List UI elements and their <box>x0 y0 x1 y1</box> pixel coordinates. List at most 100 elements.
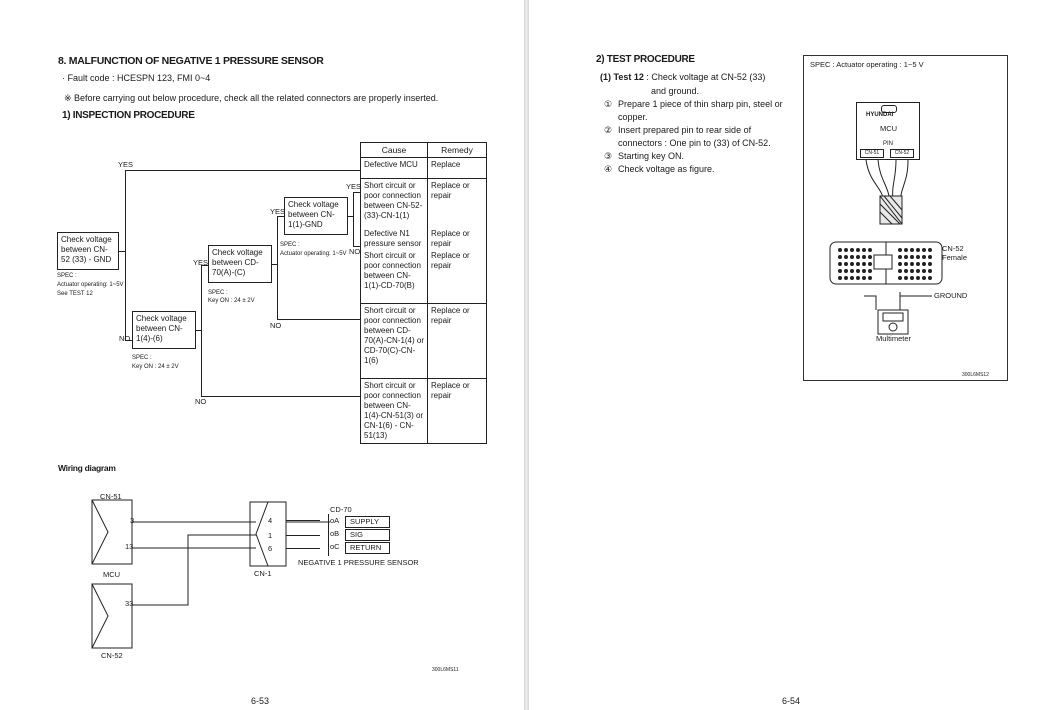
procedure-note: ※ Before carrying out below procedure, c… <box>64 93 439 103</box>
cn51-port: CN-51 <box>860 149 884 158</box>
wire <box>132 534 256 606</box>
inspection-procedure-title: 1) INSPECTION PROCEDURE <box>62 110 195 121</box>
cn1-connector-shape <box>255 501 269 567</box>
pin-number: 6 <box>268 544 273 553</box>
table-row: Defective N1 pressure sensor Replace or … <box>360 229 487 251</box>
flow-line <box>201 396 360 397</box>
yes-label: YES <box>118 160 134 169</box>
flow-line <box>353 246 360 247</box>
flow-box-check-cn1-1: Check voltage between CN-1(1)-GND <box>284 197 348 235</box>
cd70-label: CD-70 <box>330 505 352 514</box>
cn52-female-label: CN-52 <box>942 244 964 253</box>
remedy-cell: Replace or repair <box>427 251 487 304</box>
remedy-cell: Replace or repair <box>427 303 487 379</box>
figure-spec: SPEC : Actuator operating : 1~5 V <box>810 60 924 69</box>
flow-line <box>201 265 202 396</box>
cn1-label: CN-1 <box>254 569 272 578</box>
table-row: Defective MCU Replace <box>360 157 487 179</box>
table-row: Short circuit or poor connection between… <box>360 178 487 229</box>
cn52-label: CN-52 <box>101 651 123 660</box>
no-label: NO <box>349 247 361 256</box>
sensor-pin-c: oC <box>330 542 340 551</box>
flow-line <box>353 192 360 193</box>
no-label: NO <box>270 321 282 330</box>
table-row: Short circuit or poor connection between… <box>360 378 487 444</box>
pin-label: PIN <box>883 141 894 147</box>
spec-value: Key ON : 24 ± 2V <box>132 364 179 370</box>
flow-line <box>125 170 360 171</box>
cn51-connector-shape <box>91 499 133 565</box>
cn52-connector-shape <box>91 583 109 649</box>
remedy-cell: Replace or repair <box>427 229 487 251</box>
test-description-cont: and ground. <box>651 86 700 96</box>
sensor-pin-b: oB <box>330 529 340 538</box>
spec-value: Actuator operating: 1~5V <box>57 282 124 288</box>
spec-label: SPEC : <box>280 242 300 248</box>
pin-number: 33 <box>125 599 134 608</box>
cause-cell: Defective MCU <box>360 157 428 179</box>
probe-wire <box>864 295 877 310</box>
wire <box>286 520 320 521</box>
spec-label: SPEC : <box>57 273 77 279</box>
sensor-sig-cell: SIG <box>345 529 390 541</box>
harness-sleeve <box>879 195 903 225</box>
flow-line <box>196 330 202 331</box>
remedy-cell: Replace <box>427 157 487 179</box>
spec-label: SPEC : <box>208 290 228 296</box>
flow-line <box>125 340 132 341</box>
cause-cell: Short circuit or poor connection between… <box>360 378 428 444</box>
pin-number: 3 <box>130 516 135 525</box>
cn51-connector-shape <box>91 499 109 565</box>
flow-box-check-cd70: Check voltage between CD-70(A)-(C) <box>208 245 272 283</box>
sensor-label: NEGATIVE 1 PRESSURE SENSOR <box>298 558 419 567</box>
cause-cell: Defective N1 pressure sensor <box>360 229 428 251</box>
test-12-heading: (1) Test 12 : Check voltage at CN-52 (33… <box>600 72 765 82</box>
flow-line <box>119 251 125 252</box>
harness-drawing <box>829 159 943 335</box>
flow-line <box>272 264 278 265</box>
wire <box>286 548 320 549</box>
cn52-connector-shape <box>91 583 133 649</box>
ground-label: GROUND <box>934 291 968 300</box>
spec-label: SPEC : <box>132 355 152 361</box>
flow-box-check-cn1-4-6: Check voltage between CN-1(4)-(6) <box>132 311 196 349</box>
no-label: NO <box>119 334 131 343</box>
cause-cell: Short circuit or poor connection between… <box>360 251 428 304</box>
wire <box>286 535 320 536</box>
flow-line <box>277 319 360 320</box>
multimeter-display <box>882 312 904 322</box>
flow-line <box>353 192 354 247</box>
latch <box>873 254 893 270</box>
flow-line <box>201 265 208 266</box>
figure-code: 300L6MS11 <box>432 667 459 673</box>
hyundai-logo-icon <box>881 105 897 113</box>
cause-cell: Short circuit or poor connection between… <box>360 303 428 379</box>
multimeter-dial-icon <box>888 322 898 332</box>
pin-number: 4 <box>268 516 273 525</box>
test-description: : Check voltage at CN-52 (33) <box>646 72 766 82</box>
flow-line <box>277 216 284 217</box>
step-item-cont: copper. <box>618 112 648 122</box>
mcu-label: MCU <box>880 124 898 133</box>
yes-label: YES <box>270 207 286 216</box>
sensor-supply-cell: SUPPLY <box>345 516 390 528</box>
flow-box-check-cn52: Check voltage between CN-52 (33) - GND <box>57 232 119 270</box>
flow-line <box>125 170 126 341</box>
test-figure: SPEC : Actuator operating : 1~5 V HYUNDA… <box>803 55 1008 381</box>
figure-code: 300L6MS12 <box>962 372 989 378</box>
table-header-cause: Cause <box>360 142 428 158</box>
page-spine <box>524 0 529 710</box>
sensor-pin-a: oA <box>330 516 340 525</box>
yes-label: YES <box>346 182 362 191</box>
section-title: 8. MALFUNCTION OF NEGATIVE 1 PRESSURE SE… <box>58 55 324 67</box>
test-label: (1) Test 12 <box>600 72 644 82</box>
sensor-bracket <box>328 514 331 556</box>
wiring-diagram <box>91 499 330 649</box>
multimeter-label: Multimeter <box>876 334 912 343</box>
pin-number: 13 <box>125 542 134 551</box>
spec-note: See TEST 12 <box>57 291 93 297</box>
table-row: Short circuit or poor connection between… <box>360 303 487 379</box>
cause-cell: Short circuit or poor connection between… <box>360 178 428 229</box>
